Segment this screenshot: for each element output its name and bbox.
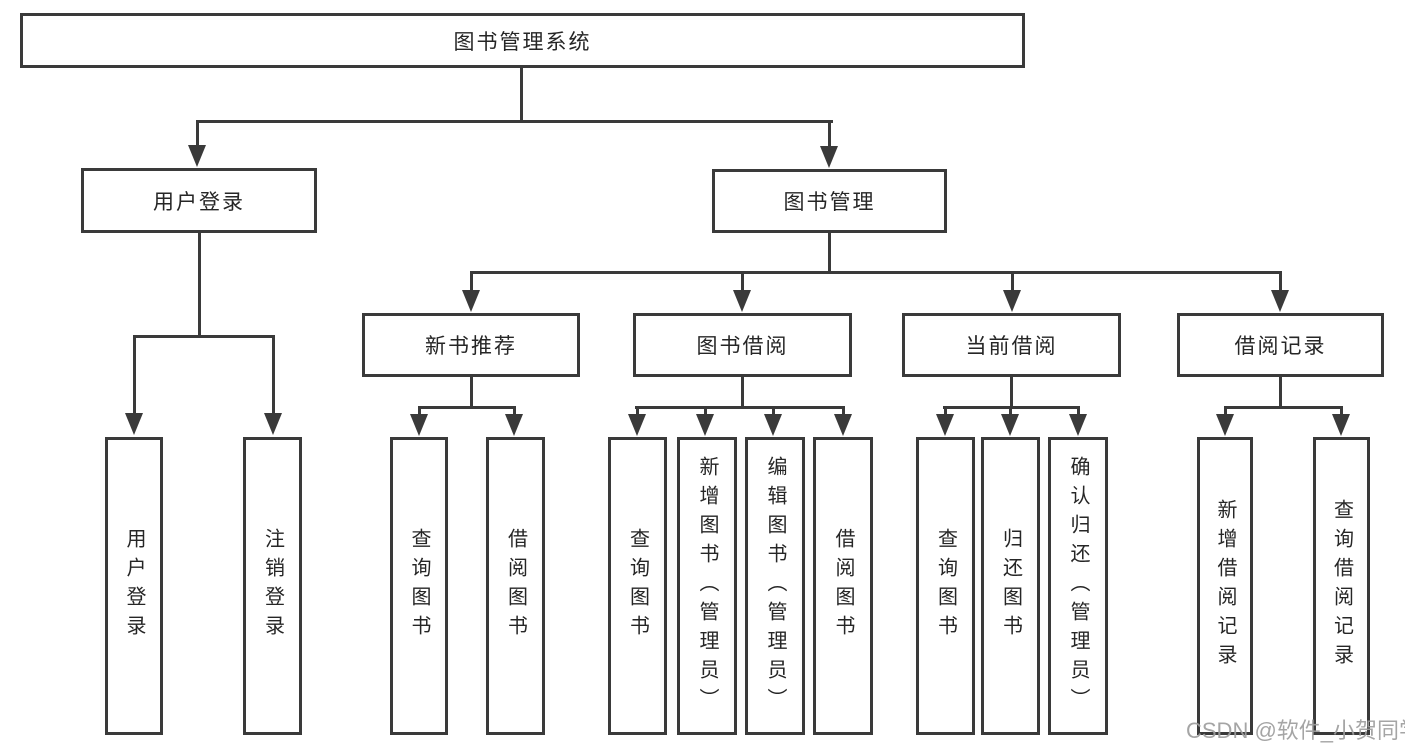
connector-drop [1077, 406, 1080, 418]
node-library-system-label: 图书管理系统 [453, 30, 592, 54]
connector-drop [704, 406, 707, 418]
node-current-borrowing: 当前借阅 [902, 313, 1121, 377]
node-user-login-label: 用户登录 [153, 190, 245, 214]
arrow-down-icon [1216, 414, 1234, 436]
leaf-label: 查询图书 [408, 528, 430, 644]
leaf-label: 编辑图书（管理员） [764, 455, 786, 717]
connector-drop [1009, 406, 1012, 418]
node-leaf-borrow-books-borrowing: 借阅图书 [813, 437, 873, 735]
arrow-down-icon [264, 413, 282, 435]
leaf-label: 借阅图书 [832, 528, 854, 644]
node-leaf-user-login: 用户登录 [105, 437, 163, 735]
node-new-book-recommendation-label: 新书推荐 [425, 335, 517, 358]
leaf-label: 查询图书 [934, 528, 957, 644]
connector-drop [470, 271, 473, 293]
node-leaf-add-borrow-record: 新增借阅记录 [1197, 437, 1253, 735]
arrow-down-icon [505, 414, 523, 436]
leaf-label: 确认归还（管理员） [1067, 455, 1089, 717]
arrow-down-icon [696, 414, 714, 436]
connector-stem [1010, 377, 1013, 408]
connector-drop [842, 406, 845, 418]
leaf-label: 用户登录 [123, 528, 145, 644]
node-leaf-return-books: 归还图书 [981, 437, 1040, 735]
node-leaf-borrow-books-recommend: 借阅图书 [486, 437, 545, 735]
node-leaf-confirm-return-admin: 确认归还（管理员） [1048, 437, 1108, 735]
leaf-label: 注销登录 [261, 528, 284, 644]
connector-drop [1340, 406, 1343, 418]
node-leaf-query-borrow-record: 查询借阅记录 [1313, 437, 1370, 735]
arrow-down-icon [1003, 290, 1021, 312]
connector-stem [1279, 377, 1282, 408]
connector-drop [513, 406, 516, 418]
connector-root-stem [520, 68, 523, 120]
arrow-down-icon [764, 414, 782, 436]
leaf-label: 新增图书（管理员） [696, 455, 718, 717]
node-current-borrowing-label: 当前借阅 [965, 335, 1058, 358]
arrow-down-icon [1069, 414, 1087, 436]
node-leaf-logout: 注销登录 [243, 437, 302, 735]
node-book-management: 图书管理 [712, 169, 947, 233]
connector-rail [635, 406, 845, 409]
arrow-down-icon [628, 414, 646, 436]
arrow-down-icon [1271, 290, 1289, 312]
connector-rail [1224, 406, 1343, 409]
connector-drop [944, 406, 947, 418]
arrow-down-icon [834, 414, 852, 436]
arrow-down-icon [462, 290, 480, 312]
node-book-borrowing: 图书借阅 [633, 313, 852, 377]
node-book-management-label: 图书管理 [783, 191, 876, 214]
connector-drop [196, 120, 199, 148]
arrow-down-icon [125, 413, 143, 435]
connector-drop [133, 335, 136, 415]
connector-stem [198, 233, 201, 337]
node-new-book-recommendation: 新书推荐 [362, 313, 580, 377]
connector-drop [828, 120, 831, 148]
connector-root-rail [196, 120, 833, 123]
node-leaf-query-books-current: 查询图书 [916, 437, 975, 735]
node-leaf-edit-book-admin: 编辑图书（管理员） [745, 437, 805, 735]
arrow-down-icon [820, 146, 838, 168]
node-leaf-query-books-borrowing: 查询图书 [608, 437, 667, 735]
arrow-down-icon [410, 414, 428, 436]
leaf-label: 查询借阅记录 [1330, 499, 1353, 673]
connector-drop [772, 406, 775, 418]
connector-drop [1279, 271, 1282, 293]
connector-drop [418, 406, 421, 418]
connector-rail [133, 335, 275, 338]
node-book-borrowing-label: 图书借阅 [696, 335, 789, 358]
connector-stem [470, 377, 473, 408]
connector-rail [470, 271, 1282, 274]
connector-rail [418, 406, 516, 409]
connector-drop [1224, 406, 1227, 418]
connector-drop [741, 271, 744, 293]
leaf-label: 新增借阅记录 [1214, 499, 1236, 673]
connector-stem [741, 377, 744, 408]
arrow-down-icon [936, 414, 954, 436]
connector-drop [272, 335, 275, 415]
arrow-down-icon [1332, 414, 1350, 436]
leaf-label: 归还图书 [999, 528, 1022, 644]
connector-stem [828, 233, 831, 273]
arrow-down-icon [733, 290, 751, 312]
node-leaf-query-books-recommend: 查询图书 [390, 437, 448, 735]
arrow-down-icon [188, 145, 206, 167]
node-leaf-add-book-admin: 新增图书（管理员） [677, 437, 737, 735]
arrow-down-icon [1001, 414, 1019, 436]
node-borrowing-records-label: 借阅记录 [1234, 335, 1327, 358]
connector-drop [636, 406, 639, 418]
node-library-system: 图书管理系统 [20, 13, 1025, 68]
node-user-login: 用户登录 [81, 168, 317, 233]
connector-drop [1011, 271, 1014, 293]
leaf-label: 查询图书 [626, 528, 649, 644]
csdn-watermark: CSDN @软件_小贺同学 [1186, 718, 1405, 743]
leaf-label: 借阅图书 [504, 528, 527, 644]
node-borrowing-records: 借阅记录 [1177, 313, 1384, 377]
